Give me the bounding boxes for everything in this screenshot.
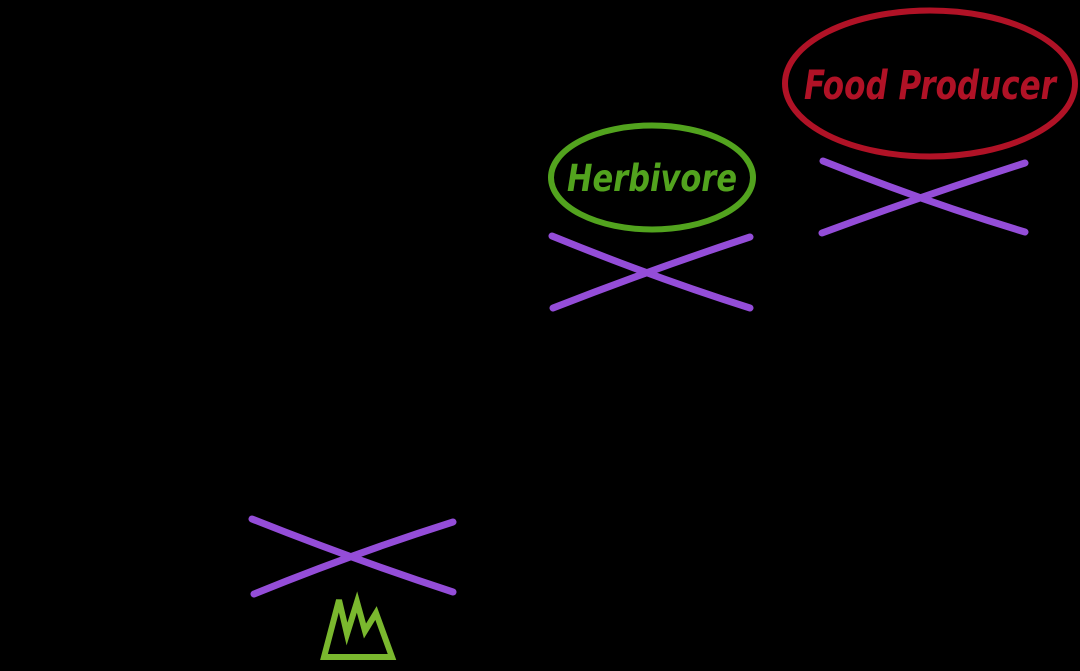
x-mark-bottom-left — [248, 515, 457, 598]
food-producer-annotation: Food Producer — [782, 7, 1078, 160]
x-mark-icon — [549, 233, 754, 312]
x-mark-icon — [548, 232, 754, 312]
x-mark-icon — [818, 159, 1029, 237]
herbivore-annotation: Herbivore — [548, 122, 756, 233]
x-mark-herbivore — [548, 232, 754, 312]
x-mark-icon — [250, 518, 457, 598]
crown-annotation — [320, 591, 397, 660]
x-mark-food-producer — [818, 157, 1029, 237]
food-producer-ellipse — [782, 7, 1078, 160]
herbivore-ellipse — [548, 122, 756, 233]
herbivore-label: Herbivore — [567, 157, 737, 200]
food-producer-label: Food Producer — [804, 63, 1058, 109]
x-mark-icon — [819, 157, 1029, 236]
crown-icon — [320, 591, 397, 660]
